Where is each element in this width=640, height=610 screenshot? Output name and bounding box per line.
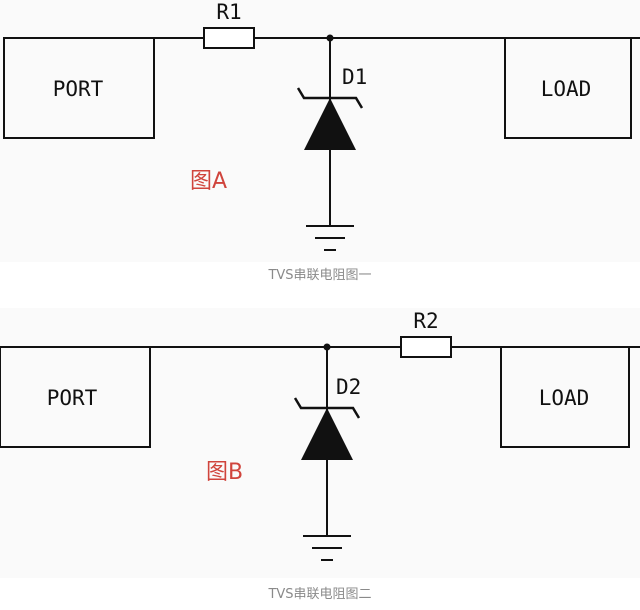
- diode-bar: [293, 397, 361, 419]
- load-box: [500, 346, 630, 448]
- resistor-label: R1: [216, 0, 241, 24]
- resistor-r2: [400, 336, 452, 358]
- diode-label: D2: [336, 375, 361, 399]
- diode-d2: [301, 408, 353, 460]
- figure-name: 图A: [190, 169, 227, 194]
- figure-name: 图B: [206, 460, 243, 485]
- caption-b: TVS串联电阻图二: [268, 587, 372, 602]
- circuit-diagram-a: PORT LOAD R1 D1 图A: [0, 0, 640, 262]
- circuit-diagram-b: PORT LOAD R2 D2 图B: [0, 308, 640, 578]
- caption-a: TVS串联电阻图一: [268, 268, 372, 283]
- load-box: [504, 37, 632, 139]
- port-label: PORT: [47, 386, 98, 410]
- diode-d1: [304, 98, 356, 150]
- port-box: [0, 346, 151, 448]
- schematic-a: PORT LOAD R1 D1 图A: [3, 0, 640, 251]
- resistor-label: R2: [413, 309, 438, 333]
- resistor-r1: [203, 27, 255, 49]
- schematic-b: PORT LOAD R2 D2 图B: [0, 309, 640, 561]
- load-label: LOAD: [541, 77, 592, 101]
- load-label: LOAD: [539, 386, 590, 410]
- port-label: PORT: [53, 77, 104, 101]
- diode-bar: [296, 87, 364, 109]
- diode-label: D1: [342, 65, 367, 89]
- port-box: [3, 37, 155, 139]
